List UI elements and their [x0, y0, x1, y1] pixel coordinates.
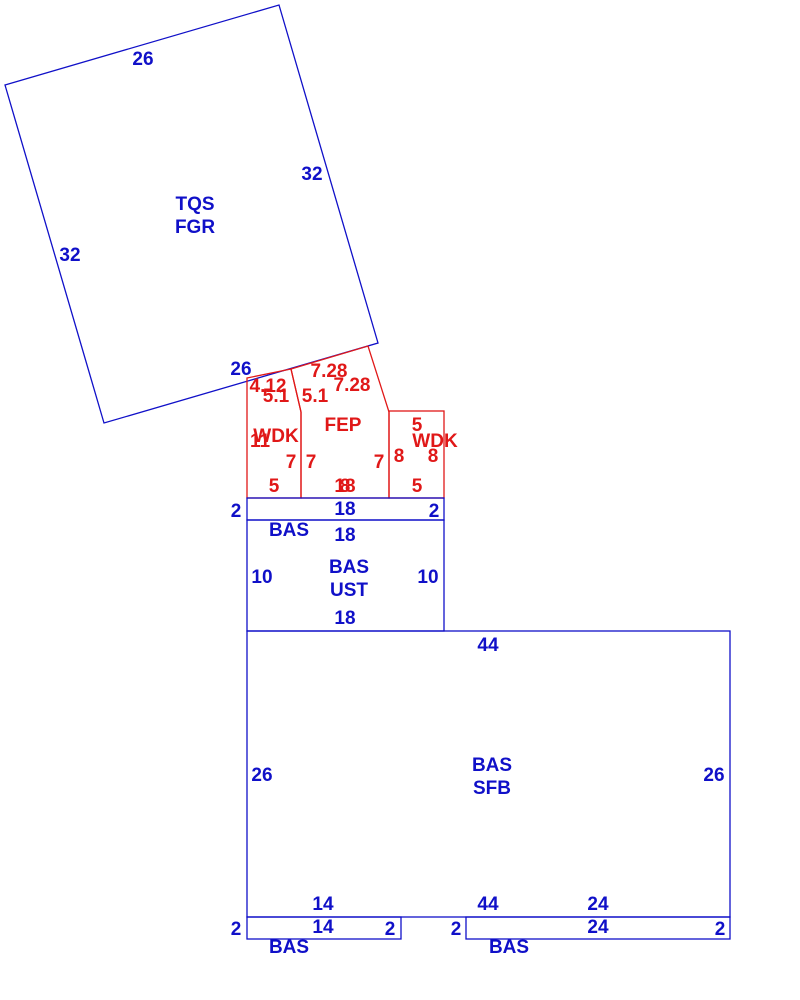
bas-ust-code-2: UST: [330, 580, 368, 601]
garage-outline: [4, 4, 379, 424]
bas-bottom-left-outline: [246, 916, 402, 940]
wdk-left-dim-top2: 5.1: [263, 386, 290, 407]
wdk-right-dim-right: 8: [428, 446, 439, 467]
garage-dim-right: 32: [301, 164, 322, 185]
bas-ust-dim-left: 10: [251, 567, 272, 588]
fep-dim-bottom: 18: [334, 476, 355, 497]
bas-bottom-right-dim-right: 2: [715, 919, 726, 940]
bas-strip-dim-left: 2: [231, 501, 242, 522]
garage-dim-top: 26: [132, 49, 153, 70]
bas-bottom-left-dim-top: 14: [312, 894, 334, 915]
bas-bottom-left-code: BAS: [269, 937, 309, 958]
bas-bottom-right-dim-bottom: 24: [587, 917, 609, 938]
bas-sfb-dim-left: 26: [251, 765, 272, 786]
bas-ust-code-1: BAS: [329, 557, 369, 578]
wdk-right-dim-bottom: 5: [412, 476, 423, 497]
fep-dim-right: 7: [374, 452, 385, 473]
bas-bottom-right-code: BAS: [489, 937, 529, 958]
garage-dim-left: 32: [59, 245, 80, 266]
bas-sfb-dim-right: 26: [703, 765, 724, 786]
bas-strip-dim-bottom: 18: [334, 525, 355, 546]
wdk-left-dim-left: 11: [250, 431, 271, 452]
wdk-left-dim-bottom: 5: [269, 476, 280, 497]
fep-dim-top: 7.28: [311, 361, 348, 382]
fep-dim-bottom-overlap: 8: [340, 476, 351, 497]
wdk-left-dim-top: 4.12: [250, 376, 287, 397]
wdk-left-dim-right: 7: [286, 452, 297, 473]
garage-dim-bottom: 26: [230, 359, 251, 380]
bas-strip-dim-right: 2: [429, 501, 440, 522]
bas-bottom-left-dim-bottom: 14: [312, 917, 334, 938]
bas-sfb-dim-top: 44: [477, 635, 499, 656]
wdk-right-dim-left: 8: [394, 446, 405, 467]
bas-ust-dim-bottom: 18: [334, 608, 355, 629]
bas-sfb-code-2: SFB: [473, 778, 511, 799]
bas-bottom-right-dim-left: 2: [451, 919, 462, 940]
garage-code-2: FGR: [175, 217, 215, 238]
fep-dim-top2: 7.28: [334, 375, 371, 396]
bas-strip-dim-top: 18: [334, 499, 355, 520]
bas-bottom-right-dim-top: 24: [587, 894, 609, 915]
wdk-left-code: WDK: [253, 426, 299, 447]
wdk-right-code: WDK: [412, 431, 458, 452]
garage-code-1: TQS: [175, 194, 214, 215]
wdk-right-dim-top: 5: [412, 415, 423, 436]
bas-bottom-right-outline: [465, 916, 731, 940]
bas-bottom-left-dim-left: 2: [231, 919, 242, 940]
fep-code: FEP: [325, 415, 362, 436]
bas-bottom-left-dim-right: 2: [385, 919, 396, 940]
bas-ust-dim-right: 10: [417, 567, 438, 588]
bas-strip-code: BAS: [269, 520, 309, 541]
bas-sfb-dim-bottom: 44: [477, 894, 499, 915]
bas-sfb-code-1: BAS: [472, 755, 512, 776]
fep-dim-left-top: 5.1: [302, 386, 329, 407]
fep-dim-left: 7: [306, 452, 317, 473]
